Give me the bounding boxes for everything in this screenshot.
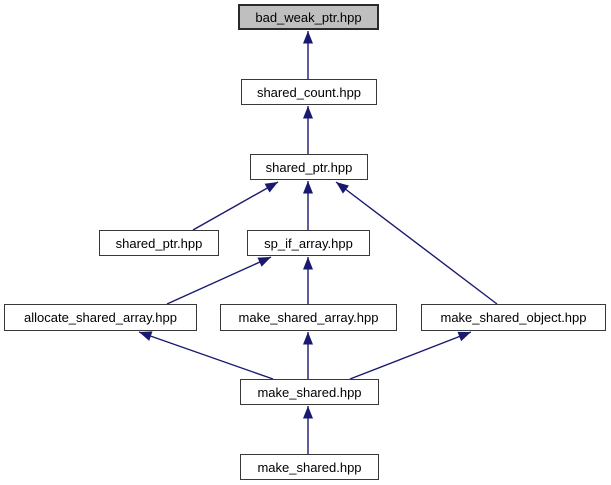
node-label: make_shared.hpp [257, 384, 362, 400]
node-label: make_shared.hpp [257, 459, 362, 475]
node-label: allocate_shared_array.hpp [24, 310, 177, 325]
node-shared-ptr-hpp-left[interactable]: shared_ptr.hpp [99, 230, 219, 256]
node-label: make_shared_object.hpp [440, 310, 587, 325]
node-make-shared-object-hpp[interactable]: make_shared_object.hpp [421, 304, 606, 331]
edge-allocate-to-sp-if-array [166, 256, 272, 305]
edge-make-shared-to-allocate [138, 331, 274, 380]
node-shared-ptr-hpp-center[interactable]: shared_ptr.hpp [250, 154, 368, 180]
node-label: bad_weak_ptr.hpp [255, 9, 362, 25]
node-make-shared-hpp-upper[interactable]: make_shared.hpp [240, 379, 379, 405]
node-make-shared-hpp-bottom[interactable]: make_shared.hpp [240, 454, 379, 480]
edge-make-shared-to-make-shared-object [349, 331, 472, 380]
node-label: shared_count.hpp [256, 84, 362, 100]
node-bad-weak-ptr-hpp: bad_weak_ptr.hpp [238, 4, 379, 30]
node-label: make_shared_array.hpp [238, 310, 379, 325]
edge-make-shared-object-to-shared-ptr [335, 181, 498, 305]
node-allocate-shared-array-hpp[interactable]: allocate_shared_array.hpp [4, 304, 197, 331]
node-label: sp_if_array.hpp [264, 235, 353, 251]
edge-shared-ptr-left-to-shared-ptr [192, 181, 279, 231]
node-sp-if-array-hpp[interactable]: sp_if_array.hpp [247, 230, 370, 256]
node-label: shared_ptr.hpp [265, 159, 353, 175]
node-make-shared-array-hpp[interactable]: make_shared_array.hpp [220, 304, 397, 331]
node-label: shared_ptr.hpp [115, 235, 203, 251]
node-shared-count-hpp[interactable]: shared_count.hpp [241, 79, 377, 105]
